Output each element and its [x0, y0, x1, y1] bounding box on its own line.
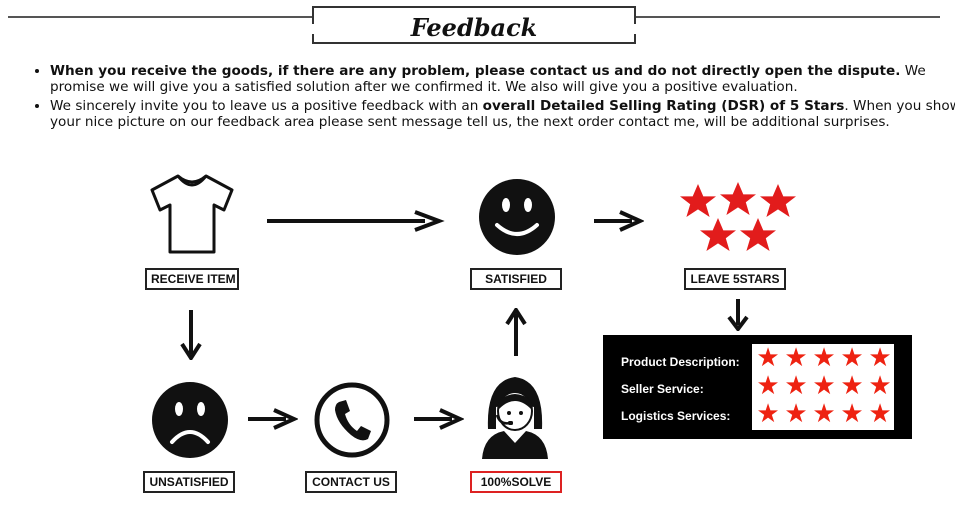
star-icon: ★	[784, 371, 808, 401]
star-icon: ★	[812, 399, 836, 429]
star-icon: ★	[840, 399, 864, 429]
arrow-right-icon	[414, 408, 464, 430]
header-line-left	[8, 16, 313, 18]
solve-label: 100%SOLVE	[470, 471, 562, 493]
note-2: We sincerely invite you to leave us a po…	[50, 98, 955, 130]
receive-item-label: RECEIVE ITEM	[145, 268, 239, 290]
rating-row-seller: Seller Service:	[621, 382, 704, 396]
sad-face-icon	[152, 382, 228, 458]
arrow-right-icon	[248, 408, 298, 430]
star-icon: ★	[840, 371, 864, 401]
stars-icon	[680, 182, 796, 251]
arrow-right-icon	[267, 210, 445, 232]
satisfied-label: SATISFIED	[470, 268, 562, 290]
arrow-up-icon	[505, 308, 527, 356]
star-icon: ★	[812, 371, 836, 401]
notes-list: When you receive the goods, if there are…	[28, 63, 955, 133]
star-icon: ★	[868, 399, 892, 429]
star-icon: ★	[756, 371, 780, 401]
note-2-bold: overall Detailed Selling Rating (DSR) of…	[482, 98, 845, 114]
note-1-bold: When you receive the goods, if there are…	[50, 63, 901, 79]
rating-row-logistics: Logistics Services:	[621, 409, 731, 423]
happy-face-icon	[479, 179, 555, 255]
star-icon: ★	[868, 343, 892, 373]
header-line-right	[636, 16, 940, 18]
unsatisfied-label: UNSATISFIED	[143, 471, 235, 493]
note-2-text: . When you show your nice picture on our…	[50, 98, 955, 130]
rating-row-product: Product Description:	[621, 355, 740, 369]
rating-panel: Product Description: Seller Service: Log…	[603, 335, 912, 439]
arrow-down-icon	[180, 310, 202, 360]
support-agent-icon	[482, 377, 548, 459]
star-icon: ★	[868, 371, 892, 401]
star-row-1: ★★★★★	[755, 343, 893, 373]
star-icon: ★	[784, 343, 808, 373]
note-1: When you receive the goods, if there are…	[50, 63, 955, 95]
phone-icon	[314, 382, 390, 458]
note-1-text: We promise we will give you a satisfied …	[50, 63, 926, 95]
arrow-right-short-icon	[594, 210, 644, 232]
star-icon: ★	[812, 343, 836, 373]
star-row-3: ★★★★★	[755, 399, 893, 429]
page-title: Feedback	[410, 13, 538, 42]
star-row-2: ★★★★★	[755, 371, 893, 401]
star-icon: ★	[756, 399, 780, 429]
star-icon: ★	[784, 399, 808, 429]
star-icon: ★	[840, 343, 864, 373]
star-icon: ★	[756, 343, 780, 373]
title-box: Feedback	[312, 6, 636, 44]
note-2-pre: We sincerely invite you to leave us a po…	[50, 98, 483, 114]
tshirt-icon	[150, 174, 234, 254]
contact-us-label: CONTACT US	[305, 471, 397, 493]
rating-stars-box: ★★★★★ ★★★★★ ★★★★★	[752, 344, 894, 430]
leave-5stars-label: LEAVE 5STARS	[684, 268, 786, 290]
arrow-down-right-icon	[727, 299, 749, 331]
